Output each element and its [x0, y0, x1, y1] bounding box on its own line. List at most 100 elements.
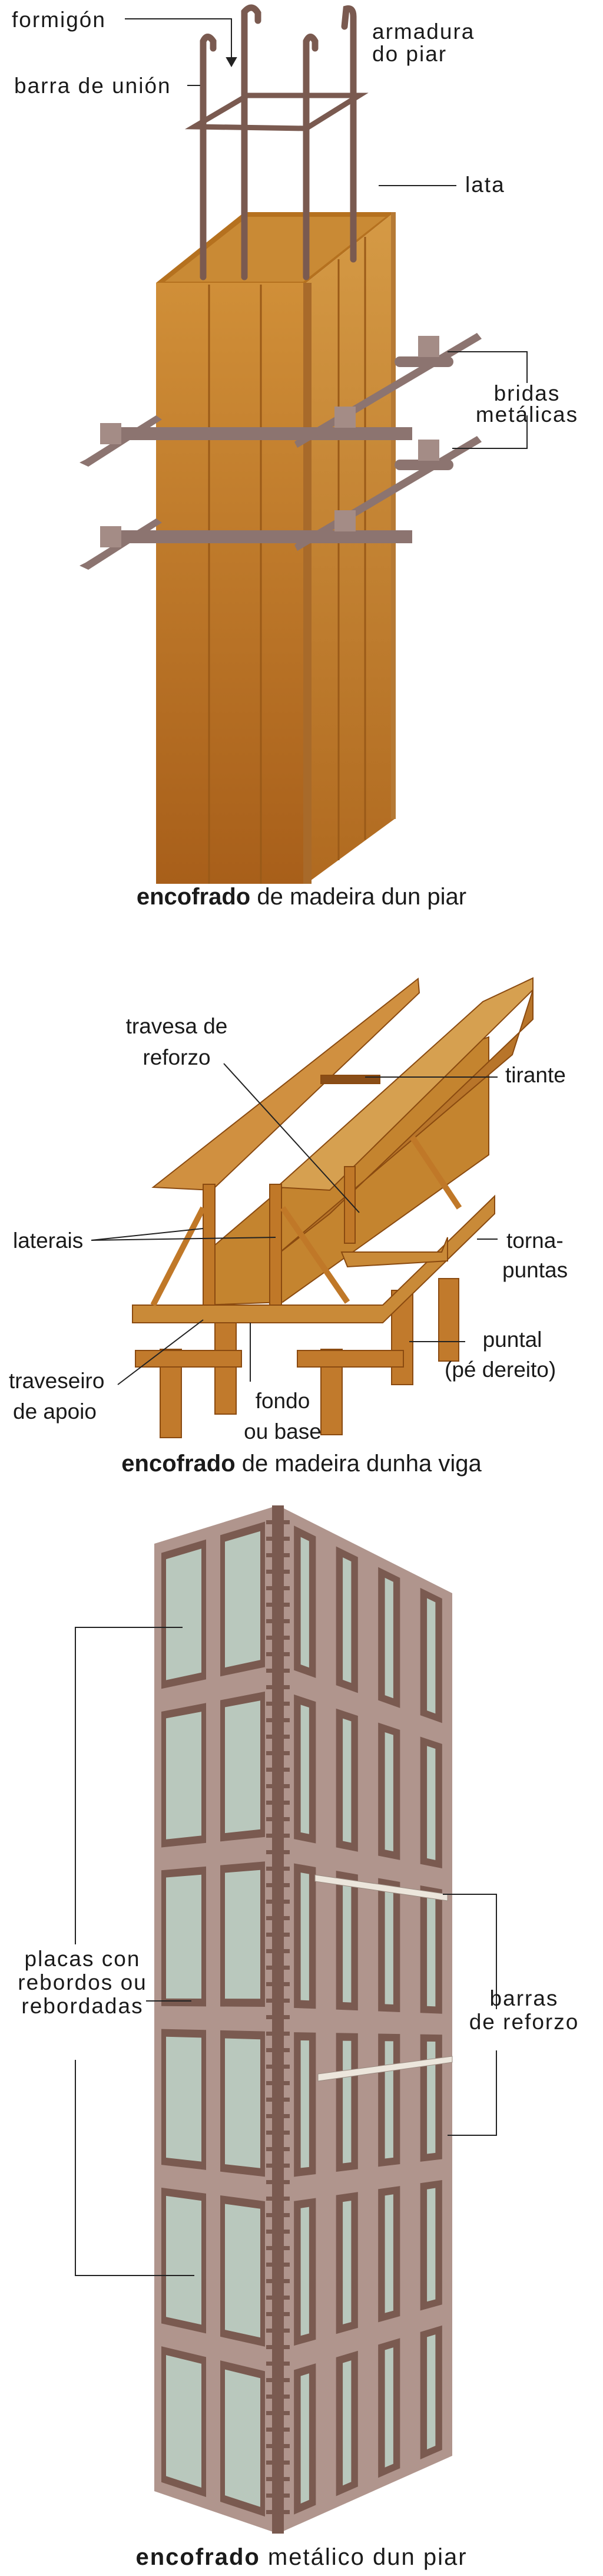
corner-clip	[266, 2164, 290, 2168]
corner-clip	[266, 1834, 290, 1838]
corner-clip	[266, 2180, 290, 2184]
corner-clip	[266, 1801, 290, 1805]
caption-wooden-pillar: encofrado de madeira dun piar	[0, 884, 603, 910]
corner-clip	[266, 1520, 290, 1524]
metal-plate	[166, 1874, 201, 1999]
caption-metal-pillar: encofrado metálico dun piar	[0, 2544, 603, 2570]
corner-clip	[266, 2312, 290, 2316]
caption-bold: encofrado	[121, 1451, 236, 1477]
metal-plate	[385, 1887, 393, 2005]
metal-plate	[343, 1557, 352, 1683]
corner-clip	[266, 2032, 290, 2036]
corner-clip	[266, 2510, 290, 2514]
metal-plate	[225, 1700, 260, 1834]
metal-plate	[385, 1732, 393, 1852]
metal-plate	[385, 1577, 393, 1699]
label-tie: tirante	[505, 1063, 566, 1087]
label-batten: lata	[465, 173, 505, 197]
label-bottom-line2: ou base	[244, 1419, 322, 1444]
label-sides: laterais	[13, 1228, 84, 1253]
corner-clip	[266, 1669, 290, 1673]
wooden-beam-formwork	[132, 977, 534, 1438]
corner-clip	[266, 2362, 290, 2366]
label-concrete: formigón	[12, 8, 106, 32]
metal-plate	[225, 1870, 260, 1999]
metal-plate	[225, 2038, 260, 2168]
metal-plate	[166, 1548, 201, 1680]
metal-leader-lines	[75, 1627, 497, 2276]
metal-plate	[343, 1718, 352, 1843]
corner-clip	[266, 2213, 290, 2217]
corner-clip	[266, 2197, 290, 2201]
corner-clip	[266, 2345, 290, 2349]
corner-clip	[266, 1603, 290, 1607]
corner-clip	[266, 1982, 290, 1986]
corner-clip	[266, 2395, 290, 2399]
label-prop-line2: (pé dereito)	[445, 1358, 556, 1382]
metal-plate	[300, 1537, 309, 1668]
corner-clip	[266, 1652, 290, 1656]
caption-bold: encofrado	[136, 884, 251, 910]
corner-clip	[266, 1537, 290, 1541]
corner-clip	[266, 2279, 290, 2283]
corner-clip	[266, 1949, 290, 1953]
corner-clip	[266, 2296, 290, 2300]
corner-clip	[266, 2494, 290, 2498]
corner-clip	[266, 1619, 290, 1623]
label-prop-line1: puntal	[482, 1327, 542, 1352]
label-reinforcement-line2: do piar	[372, 42, 448, 66]
corner-clip	[266, 2065, 290, 2069]
corner-clip	[266, 1718, 290, 1722]
metal-plate	[166, 1712, 201, 1839]
metal-plate	[427, 1598, 436, 1714]
wooden-pillar-formwork	[79, 4, 528, 884]
corner-clip	[266, 2246, 290, 2250]
label-clamps-line1: bridas	[493, 381, 561, 405]
metal-plate	[166, 2195, 201, 2325]
corner-clip	[266, 2147, 290, 2151]
corner-clip	[266, 1900, 290, 1904]
corner-clip	[266, 1751, 290, 1755]
label-clamps-line2: metálicas	[475, 402, 579, 427]
metal-plate	[343, 1880, 352, 2003]
corner-clip	[266, 1702, 290, 1706]
corner-clip	[266, 1586, 290, 1590]
corner-clip	[266, 2230, 290, 2234]
corner-clip	[266, 2477, 290, 2481]
label-plates-line1: placas con	[24, 1947, 141, 1971]
label-sleeper-line2: de apoio	[13, 1399, 97, 1424]
corner-clip	[266, 1768, 290, 1772]
corner-clip	[266, 1553, 290, 1557]
metal-plate	[343, 2200, 352, 2324]
metal-plate	[427, 2041, 436, 2154]
metal-plate	[385, 2347, 393, 2468]
corner-clip	[266, 1999, 290, 2003]
corner-clip	[266, 1867, 290, 1871]
metal-plate	[300, 2207, 309, 2336]
metal-plate	[385, 2041, 393, 2159]
metal-plate	[166, 2036, 201, 2162]
metal-pillar-formwork	[154, 1505, 453, 2534]
corner-clip	[266, 2378, 290, 2382]
corner-clip	[266, 2081, 290, 2085]
corner-clip	[266, 2263, 290, 2267]
metal-plate	[427, 1746, 436, 1860]
metal-plate	[300, 2373, 309, 2504]
metal-plate	[343, 2040, 352, 2164]
label-sleeper-line1: traveseiro	[9, 1369, 105, 1393]
label-bars-line2: de reforzo	[469, 2010, 579, 2034]
label-cross-brace-line2: reforzo	[143, 1045, 211, 1069]
label-tie-bar: barra de unión	[14, 74, 171, 98]
corner-clip	[266, 2411, 290, 2415]
corner-clip	[266, 1933, 290, 1937]
metal-plate	[427, 1894, 436, 2007]
label-plates-line2: rebordos ou	[18, 1970, 147, 1994]
corner-clip	[266, 2428, 290, 2432]
corner-clip	[266, 1850, 290, 1854]
caption-wooden-beam: encofrado de madeira dunha viga	[0, 1451, 603, 1477]
caption-rest: de madeira dun piar	[250, 884, 467, 910]
corner-clip	[266, 1735, 290, 1739]
corner-clip	[266, 1883, 290, 1887]
beam-leader-lines	[91, 1063, 498, 1385]
